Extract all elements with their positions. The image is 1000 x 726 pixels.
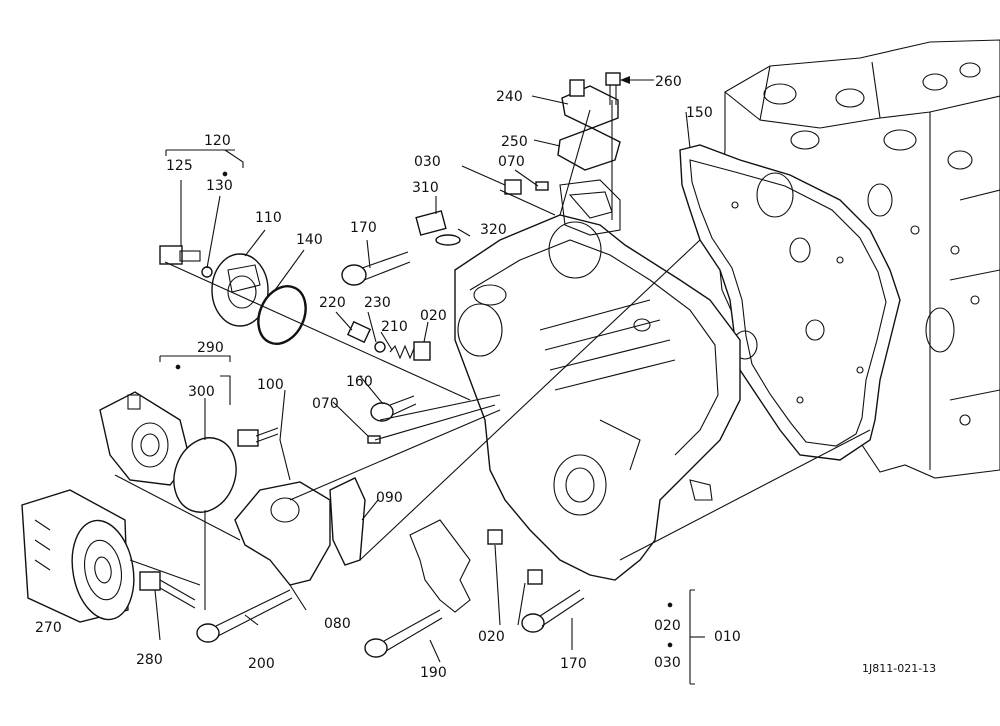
oil-filter-270: [21, 489, 135, 623]
pin-070-top: [535, 181, 549, 191]
o-ring-300: [173, 437, 237, 513]
plug-310: [415, 210, 447, 236]
gasket-090: [329, 477, 366, 566]
spring-210: [389, 344, 416, 360]
label-110: 110: [255, 210, 282, 226]
label-030-right: 030: [654, 655, 681, 671]
label-140: 140: [296, 232, 323, 248]
group-bracket-120: [165, 149, 244, 168]
label-070-mid: 070: [312, 396, 339, 412]
ball-230: [374, 341, 386, 353]
label-170-top: 170: [350, 220, 377, 236]
plug-020-mid: [413, 341, 431, 361]
label-070-top: 070: [498, 154, 525, 170]
arrow-260: [620, 76, 630, 84]
label-030-top: 030: [414, 154, 441, 170]
label-260: 260: [655, 74, 682, 90]
callout-labels: 120 125 130 110 140 170 030 070 240 250 …: [35, 74, 741, 681]
label-200: 200: [248, 656, 275, 672]
label-090: 090: [376, 490, 403, 506]
label-250: 250: [501, 134, 528, 150]
label-170-low: 170: [560, 656, 587, 672]
gasket-250: [557, 127, 621, 171]
drawing-code: 1J811-021-13: [862, 662, 936, 675]
bolt-190: [364, 609, 443, 658]
label-240: 240: [496, 89, 523, 105]
label-020-low: 020: [478, 629, 505, 645]
label-210: 210: [381, 319, 408, 335]
label-280: 280: [136, 652, 163, 668]
bolt-100: [237, 427, 279, 447]
label-120: 120: [204, 133, 231, 149]
label-080: 080: [324, 616, 351, 632]
group-bracket-290: [159, 355, 231, 610]
bolt-200: [196, 589, 293, 643]
plug-030-top: [504, 179, 522, 195]
bolt-280: [139, 571, 196, 609]
label-220: 220: [319, 295, 346, 311]
group-bracket-010: [175, 171, 705, 685]
label-130: 130: [206, 178, 233, 194]
gasket-150: [679, 144, 901, 461]
bolt-170-low: [521, 589, 585, 633]
alignment-lines: [114, 100, 871, 586]
label-020-right: 020: [654, 618, 681, 634]
label-270: 270: [35, 620, 62, 636]
bolt-170-top: [341, 251, 411, 286]
label-020-mid: 020: [420, 308, 447, 324]
label-320: 320: [480, 222, 507, 238]
plug-020-low-2: [527, 569, 543, 585]
label-010: 010: [714, 629, 741, 645]
label-150: 150: [686, 105, 713, 121]
plug-020-low-1: [487, 529, 503, 545]
washer-130: [201, 266, 213, 278]
cover-240: [561, 79, 619, 129]
housing-080: [234, 481, 331, 586]
lower-bracket: [409, 519, 471, 613]
cover-110: [211, 253, 269, 327]
gear-case: [454, 179, 741, 581]
label-125: 125: [166, 158, 193, 174]
label-230: 230: [364, 295, 391, 311]
o-ring-320: [435, 234, 461, 246]
label-310: 310: [412, 180, 439, 196]
bolt-260: [605, 72, 621, 105]
label-100: 100: [257, 377, 284, 393]
label-300: 300: [188, 384, 215, 400]
label-160: 160: [346, 374, 373, 390]
pin-070-mid: [367, 435, 381, 444]
plug-220: [346, 320, 372, 344]
callout-leaders: [154, 79, 691, 663]
label-190: 190: [420, 665, 447, 681]
bolt-125: [159, 245, 201, 265]
label-290: 290: [197, 340, 224, 356]
